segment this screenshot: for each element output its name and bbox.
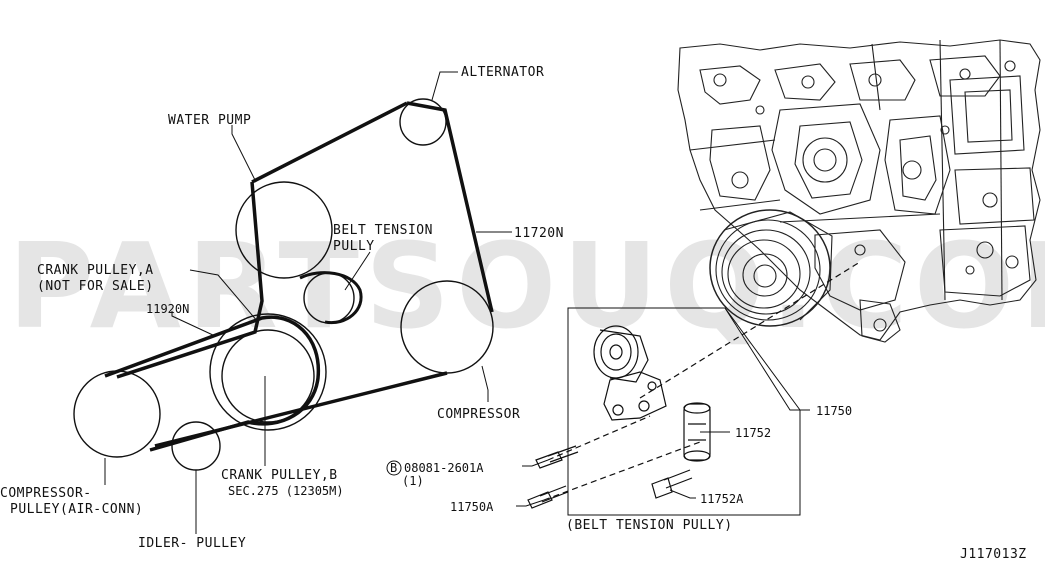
label-part-11752: 11752	[735, 426, 771, 440]
label-bolt-qty: (1)	[402, 474, 424, 488]
label-belt-part: 11720N	[514, 226, 564, 241]
label-alternator: ALTERNATOR	[461, 65, 544, 80]
idler-pulley	[171, 421, 221, 471]
label-idler-pulley: IDLER- PULLEY	[138, 536, 246, 551]
label-compressor: COMPRESSOR	[437, 407, 520, 422]
label-crank-pulley-a-line1: CRANK PULLEY,A	[37, 263, 154, 278]
alternator-pulley	[399, 98, 447, 146]
labels: ALTERNATOR WATER PUMP BELT TENSION PULLY…	[0, 65, 1027, 562]
crank-pulley-a	[209, 313, 327, 431]
compressor-pulley-air-conn	[73, 370, 161, 458]
water-pump-pulley	[235, 181, 333, 279]
label-group-caption: (BELT TENSION PULLY)	[566, 518, 733, 533]
label-diagram-id: J117013Z	[960, 547, 1027, 562]
pulley-layout	[73, 98, 494, 471]
label-compressor-pulley-line1: COMPRESSOR-	[0, 486, 92, 501]
label-part-11750a: 11750A	[450, 500, 494, 514]
bolt-08081-2601a	[535, 445, 579, 469]
leader-lines	[104, 71, 810, 534]
label-belt-tension-pully-line2: PULLY	[333, 239, 375, 254]
belt-tension-pulley	[303, 272, 355, 324]
label-part-11752a: 11752A	[700, 492, 744, 506]
bolt-11750a	[527, 485, 569, 509]
label-compressor-pulley-line2: PULLEY(AIR-CONN)	[10, 502, 143, 517]
compressor-pulley-upper	[400, 280, 494, 374]
belt-tension-pully-group	[527, 261, 861, 516]
label-bolt-part: 08081-2601A	[404, 461, 484, 475]
bolt-marker-circle	[386, 460, 402, 476]
label-part-11920n: 11920N	[146, 302, 189, 316]
label-crank-pulley-a-line2: (NOT FOR SALE)	[37, 279, 154, 294]
label-part-11750: 11750	[816, 404, 852, 418]
label-crank-pulley-b-line1: CRANK PULLEY,B	[221, 468, 338, 483]
watermark: PARTSOUQ.COM	[8, 217, 1045, 355]
label-crank-pulley-b-line2: SEC.275 (12305M)	[228, 484, 344, 498]
bolt-marker: B	[390, 461, 397, 475]
engine-block-illustration	[677, 39, 1041, 343]
label-belt-tension-pully-line1: BELT TENSION	[333, 223, 433, 238]
belt-11920n	[104, 315, 321, 452]
crank-pulley-b	[221, 329, 315, 423]
bolt-11752a	[651, 469, 693, 499]
label-water-pump: WATER PUMP	[168, 113, 251, 128]
